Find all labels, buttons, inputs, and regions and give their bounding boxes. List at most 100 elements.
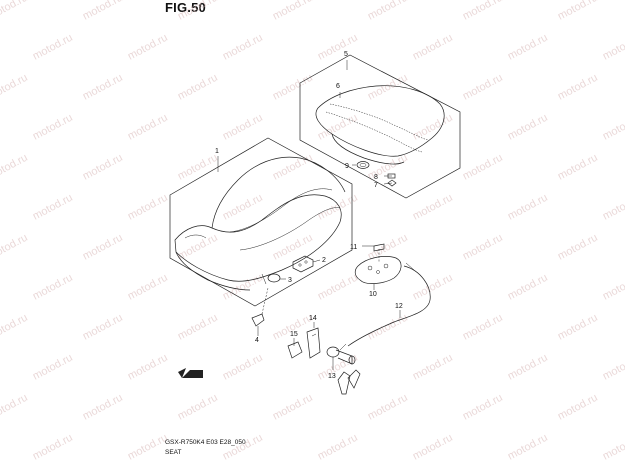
watermark-text: motod.ru — [126, 112, 170, 143]
watermark-text: motod.ru — [126, 192, 170, 223]
watermark-text: motod.ru — [0, 312, 30, 343]
watermark-text: motod.ru — [126, 432, 170, 463]
watermark-text: motod.ru — [316, 432, 360, 463]
watermark-text: motod.ru — [81, 392, 125, 423]
watermark-text: motod.ru — [176, 0, 220, 23]
watermark-text: motod.ru — [81, 232, 125, 263]
watermark-text: motod.ru — [601, 192, 625, 223]
callout-4: 4 — [255, 337, 259, 344]
watermark-text: motod.ru — [0, 72, 30, 103]
callout-8: 8 — [374, 174, 378, 181]
watermark-text: motod.ru — [81, 0, 125, 23]
front-seat — [174, 156, 346, 291]
watermark-text: motod.ru — [461, 0, 505, 23]
watermark-text: motod.ru — [556, 152, 600, 183]
watermark-text: motod.ru — [221, 112, 265, 143]
watermark-text: motod.ru — [221, 192, 265, 223]
callout-3: 3 — [288, 277, 292, 284]
watermark-text: motod.ru — [506, 192, 550, 223]
callout-6: 6 — [336, 83, 340, 90]
watermark-text: motod.ru — [411, 112, 455, 143]
watermark-text: motod.ru — [271, 232, 315, 263]
lock-plate-part-10 — [354, 256, 402, 284]
watermark-text: motod.ru — [556, 232, 600, 263]
watermark-text: motod.ru — [506, 352, 550, 383]
watermark-text: motod.ru — [271, 152, 315, 183]
watermark-text: motod.ru — [601, 112, 625, 143]
watermark-text: motod.ru — [176, 312, 220, 343]
watermark-text: motod.ru — [126, 32, 170, 63]
bolt-part-4 — [251, 287, 269, 327]
keys — [337, 369, 361, 395]
callout-12: 12 — [395, 303, 403, 310]
watermark-text: motod.ru — [221, 432, 265, 463]
watermark-text: motod.ru — [0, 392, 30, 423]
watermark-text: motod.ru — [31, 32, 75, 63]
watermark-text: motod.ru — [506, 432, 550, 463]
watermark-text: motod.ru — [176, 152, 220, 183]
watermark-text: motod.ru — [0, 0, 30, 23]
screw-part-11 — [373, 243, 385, 262]
watermark-text: motod.ru — [126, 272, 170, 303]
rear-seat-box — [299, 54, 461, 199]
watermark-text: motod.ru — [31, 352, 75, 383]
watermark-text: motod.ru — [556, 312, 600, 343]
watermark-text: motod.ru — [176, 72, 220, 103]
cable-part-12 — [339, 262, 431, 351]
model-code: GSX-R750K4 E03 E28_050 — [165, 439, 246, 446]
watermark-text: motod.ru — [601, 272, 625, 303]
callout-5: 5 — [344, 51, 348, 58]
watermark-text: motod.ru — [506, 32, 550, 63]
callout-15: 15 — [290, 331, 298, 338]
watermark-text: motod.ru — [316, 192, 360, 223]
watermark-text: motod.ru — [601, 32, 625, 63]
watermark-text: motod.ru — [0, 232, 30, 263]
front-seat-box — [169, 137, 353, 307]
cushion-part-3 — [267, 273, 281, 283]
watermark-text: motod.ru — [601, 432, 625, 463]
watermark-text: motod.ru — [411, 32, 455, 63]
watermark-text: motod.ru — [411, 192, 455, 223]
watermark-text: motod.ru — [316, 272, 360, 303]
watermark-text: motod.ru — [461, 312, 505, 343]
watermark-text: motod.ru — [31, 432, 75, 463]
watermark-text: motod.ru — [366, 0, 410, 23]
callout-13: 13 — [328, 373, 336, 380]
callout-layer: 1 2 3 4 5 6 7 8 9 10 11 12 13 14 15 — [215, 51, 403, 380]
watermark-text: motod.ru — [271, 392, 315, 423]
watermark-text: motod.ru — [461, 232, 505, 263]
watermark-text: motod.ru — [411, 432, 455, 463]
diagram-caption: SEAT — [165, 449, 182, 456]
lock-bracket-part-14 — [306, 327, 321, 359]
figure-title: FIG.50 — [165, 0, 206, 15]
watermark-text: motod.ru — [506, 112, 550, 143]
watermark-text: motod.ru — [31, 192, 75, 223]
watermark-text: motod.ru — [81, 72, 125, 103]
watermark-text: motod.ru — [271, 0, 315, 23]
front-arrow-icon — [178, 368, 203, 378]
rear-seat — [315, 85, 445, 165]
watermark-text: motod.ru — [366, 312, 410, 343]
watermark-text: motod.ru — [316, 32, 360, 63]
bracket-part-2 — [292, 255, 314, 273]
watermark-text: motod.ru — [461, 392, 505, 423]
watermark-text: motod.ru — [556, 392, 600, 423]
clip-part-15 — [287, 341, 303, 359]
watermark-text: motod.ru — [271, 72, 315, 103]
watermark-text: motod.ru — [176, 392, 220, 423]
watermark-text: motod.ru — [411, 272, 455, 303]
watermark-text: motod.ru — [601, 352, 625, 383]
watermark-text: motod.ru — [221, 352, 265, 383]
watermark-text: motod.ru — [0, 152, 30, 183]
watermark-text: motod.ru — [31, 272, 75, 303]
callout-14: 14 — [309, 315, 317, 322]
watermark-text: motod.ru — [506, 272, 550, 303]
watermark-text: motod.ru — [556, 0, 600, 23]
callout-11: 11 — [350, 244, 357, 251]
callout-1: 1 — [215, 148, 219, 155]
callout-9: 9 — [345, 163, 349, 170]
watermark-text: motod.ru — [221, 32, 265, 63]
